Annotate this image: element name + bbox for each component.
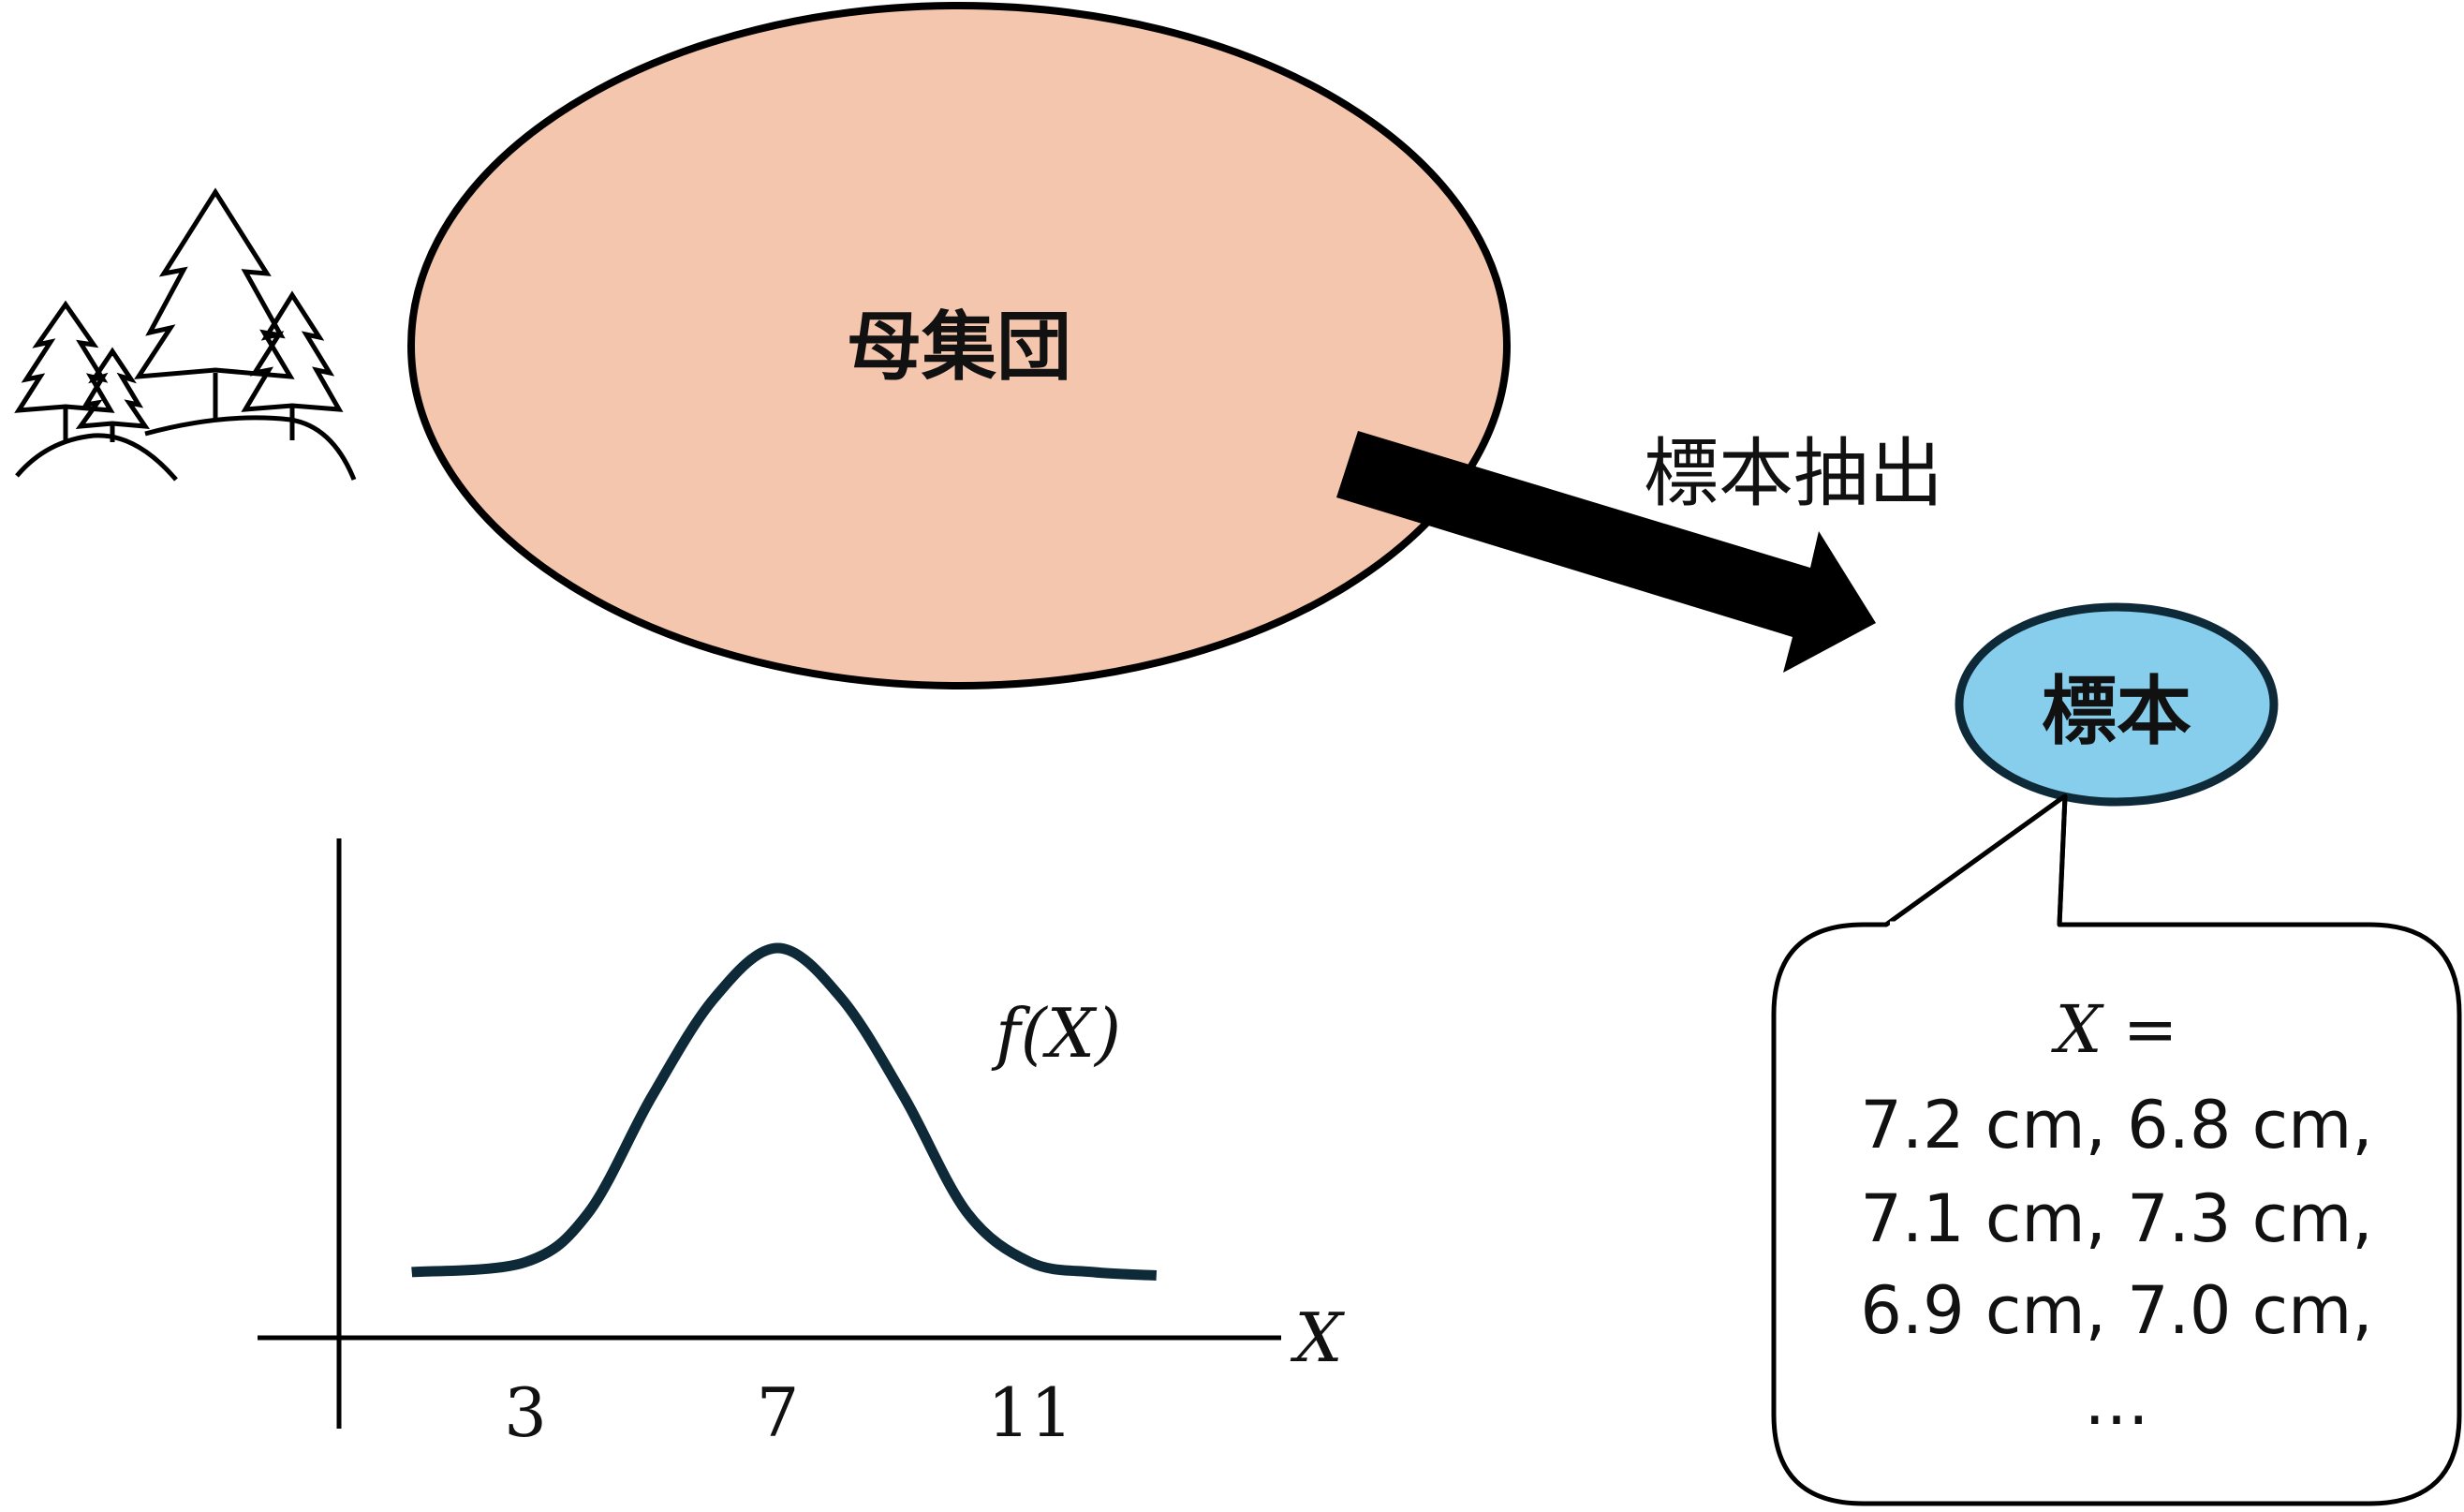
- callout-variable-line: X =: [2051, 991, 2178, 1068]
- callout-values: 7.2 cm, 6.8 cm, 7.1 cm, 7.3 cm, 6.9 cm, …: [1860, 1087, 2372, 1440]
- x-tick-label: 7: [757, 1373, 800, 1452]
- x-tick-label: 11: [987, 1373, 1073, 1452]
- x-axis-label: X: [1290, 1298, 1345, 1377]
- sample-ellipse: [1955, 602, 2279, 807]
- sample-label: 標本: [2042, 668, 2191, 755]
- population-label: 母集団: [847, 304, 1071, 391]
- trees-icon: [14, 187, 357, 482]
- x-tick-label: 3: [504, 1373, 547, 1452]
- callout-value-line-1: 7.2 cm, 6.8 cm,: [1860, 1087, 2372, 1164]
- callout-pointer-left: [1884, 794, 2065, 927]
- callout-value-line-4: …: [2084, 1363, 2149, 1440]
- callout-value-line-3: 6.9 cm, 7.0 cm,: [1860, 1272, 2372, 1349]
- callout-value-line-2: 7.1 cm, 7.3 cm,: [1860, 1180, 2372, 1257]
- callout-pointer-right: [2057, 795, 2068, 926]
- curve-label: f(X): [991, 994, 1121, 1073]
- pdf-curve: [411, 942, 1158, 1281]
- population-ellipse: [407, 2, 1511, 689]
- sampling-arrow-label: 標本抽出: [1644, 430, 1943, 517]
- distribution-chart: f(X) X 3 7 11: [258, 838, 1345, 1452]
- callout-bubble: [1771, 793, 2462, 1506]
- sampling-arrow: [1336, 431, 1876, 673]
- x-tick-labels: 3 7 11: [504, 1373, 1073, 1452]
